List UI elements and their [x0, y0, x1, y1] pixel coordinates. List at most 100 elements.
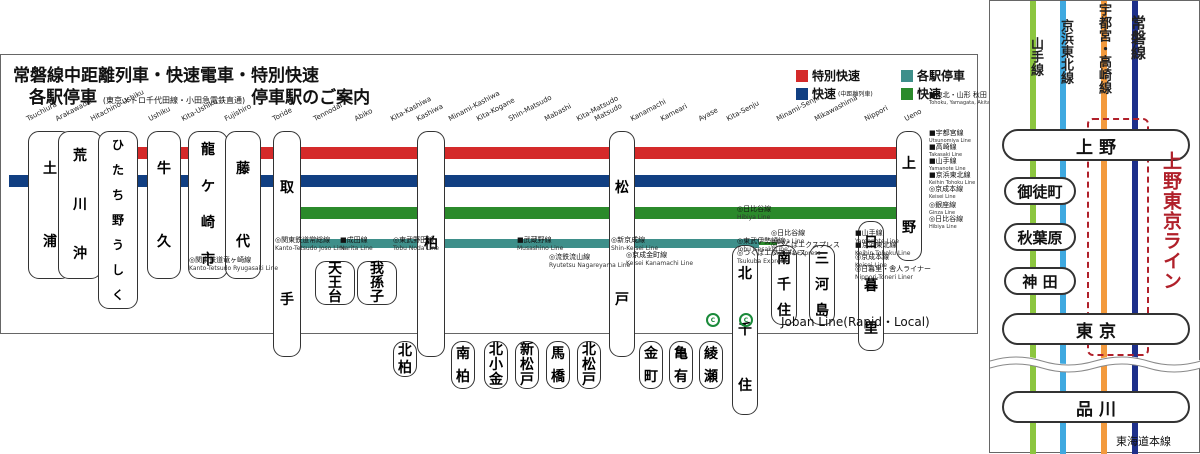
joban-line — [1132, 1, 1138, 454]
station-char: 町 — [644, 368, 658, 385]
ueno-tokyo-line-map: 山手線 京浜東北線 宇都宮・高崎線 常磐線 上 野 御徒町 秋葉原 神 田 東 … — [989, 0, 1200, 454]
station-pill: 北柏 — [393, 341, 417, 377]
station-char: く — [111, 288, 124, 303]
connection-name: ◎京成本線 — [855, 253, 890, 261]
connection-roman: Hibiya Line — [737, 213, 771, 221]
connection-name: ■宇都宮線 — [929, 129, 964, 137]
connection-roman: Keisei Line — [855, 261, 887, 269]
keihin-tohoku-label: 京浜東北線 — [1058, 19, 1073, 84]
connection-name: ◎日比谷線 — [771, 229, 806, 237]
connection-roman: Ryutetsu Nagareyama Line — [549, 261, 631, 269]
station-char: 我 — [370, 261, 384, 277]
map-title-line1: 常磐線中距離列車・快速電車・特別快速 — [13, 66, 319, 86]
station-roman: Mabashi — [543, 102, 573, 123]
local-line — [297, 239, 759, 248]
connection-name: ■東北・山形 秋田・上越 長野新幹線 — [929, 91, 1046, 99]
connection-roman: Tsukuba Express — [737, 257, 787, 265]
station-char: 台 — [328, 289, 342, 305]
station-char: 孫 — [370, 275, 384, 291]
station-pill: 亀有 — [669, 341, 693, 389]
joban-stop-map: 常磐線中距離列車・快速電車・特別快速 各駅停車 (東京メトロ千代田線・小田急電鉄… — [0, 54, 1061, 415]
station-char: 久 — [157, 233, 171, 250]
legend-label: 快速 — [917, 87, 942, 101]
station-pill: 天王台 — [315, 261, 355, 305]
connection-name: ◎日比谷線 — [929, 215, 964, 223]
joban-label: 常磐線 — [1129, 15, 1147, 60]
title-through-note: (東京メトロ千代田線・小田急電鉄直通) — [102, 96, 246, 105]
station-char: 里 — [864, 320, 878, 337]
station-char: 暮 — [864, 277, 878, 294]
connection-name: ■武蔵野線 — [517, 236, 552, 244]
station-char: 綾 — [704, 345, 718, 362]
station-char: 松 — [582, 356, 596, 373]
legend-sublabel: (中距離列車) — [838, 91, 873, 98]
station-okachimachi: 御徒町 — [1004, 177, 1076, 205]
station-char: 王 — [328, 275, 342, 291]
legend-swatch-red — [796, 69, 808, 82]
station-char: し — [111, 263, 124, 278]
connection-name: ◎日比谷線 — [737, 205, 772, 213]
station-tokyo: 東 京 — [1002, 313, 1190, 345]
utsunomiya-takasaki-label: 宇都宮・高崎線 — [1096, 3, 1111, 94]
station-char: 牛 — [157, 160, 171, 177]
station-pill: 馬橋 — [546, 341, 570, 389]
station-roman: Kita-Senju — [725, 99, 761, 123]
station-char: 荒 — [73, 148, 87, 165]
station-pill: 新松戸 — [515, 341, 539, 389]
connection-roman: Hibiya Line — [929, 223, 957, 230]
station-char: 島 — [815, 303, 829, 319]
station-char: 河 — [815, 277, 829, 293]
legend-label: 特別快速 — [812, 69, 861, 83]
joban-line-label: Joban Line(Rapid・Local) — [781, 315, 930, 329]
connection-roman: Narita Line — [340, 244, 373, 252]
station-char: た — [111, 162, 124, 177]
station-char: 崎 — [201, 215, 215, 232]
station-char: 金 — [489, 372, 503, 389]
station-pill: 南柏 — [451, 341, 475, 389]
station-char: 柏 — [424, 236, 438, 252]
station-pill: 綾瀬 — [699, 341, 723, 389]
station-char: 野 — [902, 220, 916, 236]
station-char: 南 — [456, 345, 470, 362]
station-pill: 荒川沖 — [58, 131, 102, 279]
station-char: 上 — [902, 156, 916, 172]
connection-name: ◎銀座線 — [929, 201, 957, 209]
station-roman: Toride — [271, 106, 294, 123]
connection-name: ■京浜東北線 — [929, 171, 971, 179]
connection-name: ◎東武伊勢崎線 — [737, 237, 786, 245]
connection-name: ◎東武野田線 — [393, 236, 435, 244]
station-char: 土 — [43, 160, 57, 177]
station-char: 手 — [280, 292, 294, 308]
connection-roman: Utsunomiya Line — [929, 137, 971, 144]
title-guide: 停車駅のご案内 — [251, 88, 371, 108]
chiyoda-line-icon: C — [706, 313, 720, 327]
station-roman: Ueno — [903, 107, 924, 123]
station-char: 取 — [280, 180, 294, 196]
yamanote-label: 山手線 — [1028, 37, 1043, 76]
connection-roman: Keisei Line — [929, 193, 956, 200]
connection-name: ◎つくばエクスプレス — [737, 249, 806, 257]
legend-local: 各駅停車 — [901, 67, 965, 84]
connection-name: ◎関東鉄道常総線 — [275, 236, 331, 244]
station-char: 北 — [582, 341, 596, 358]
station-pill: 牛久 — [147, 131, 181, 279]
connection-name: ■山手線 — [929, 157, 957, 165]
station-char: 戸 — [615, 292, 629, 308]
station-akihabara: 秋葉原 — [1004, 223, 1076, 251]
